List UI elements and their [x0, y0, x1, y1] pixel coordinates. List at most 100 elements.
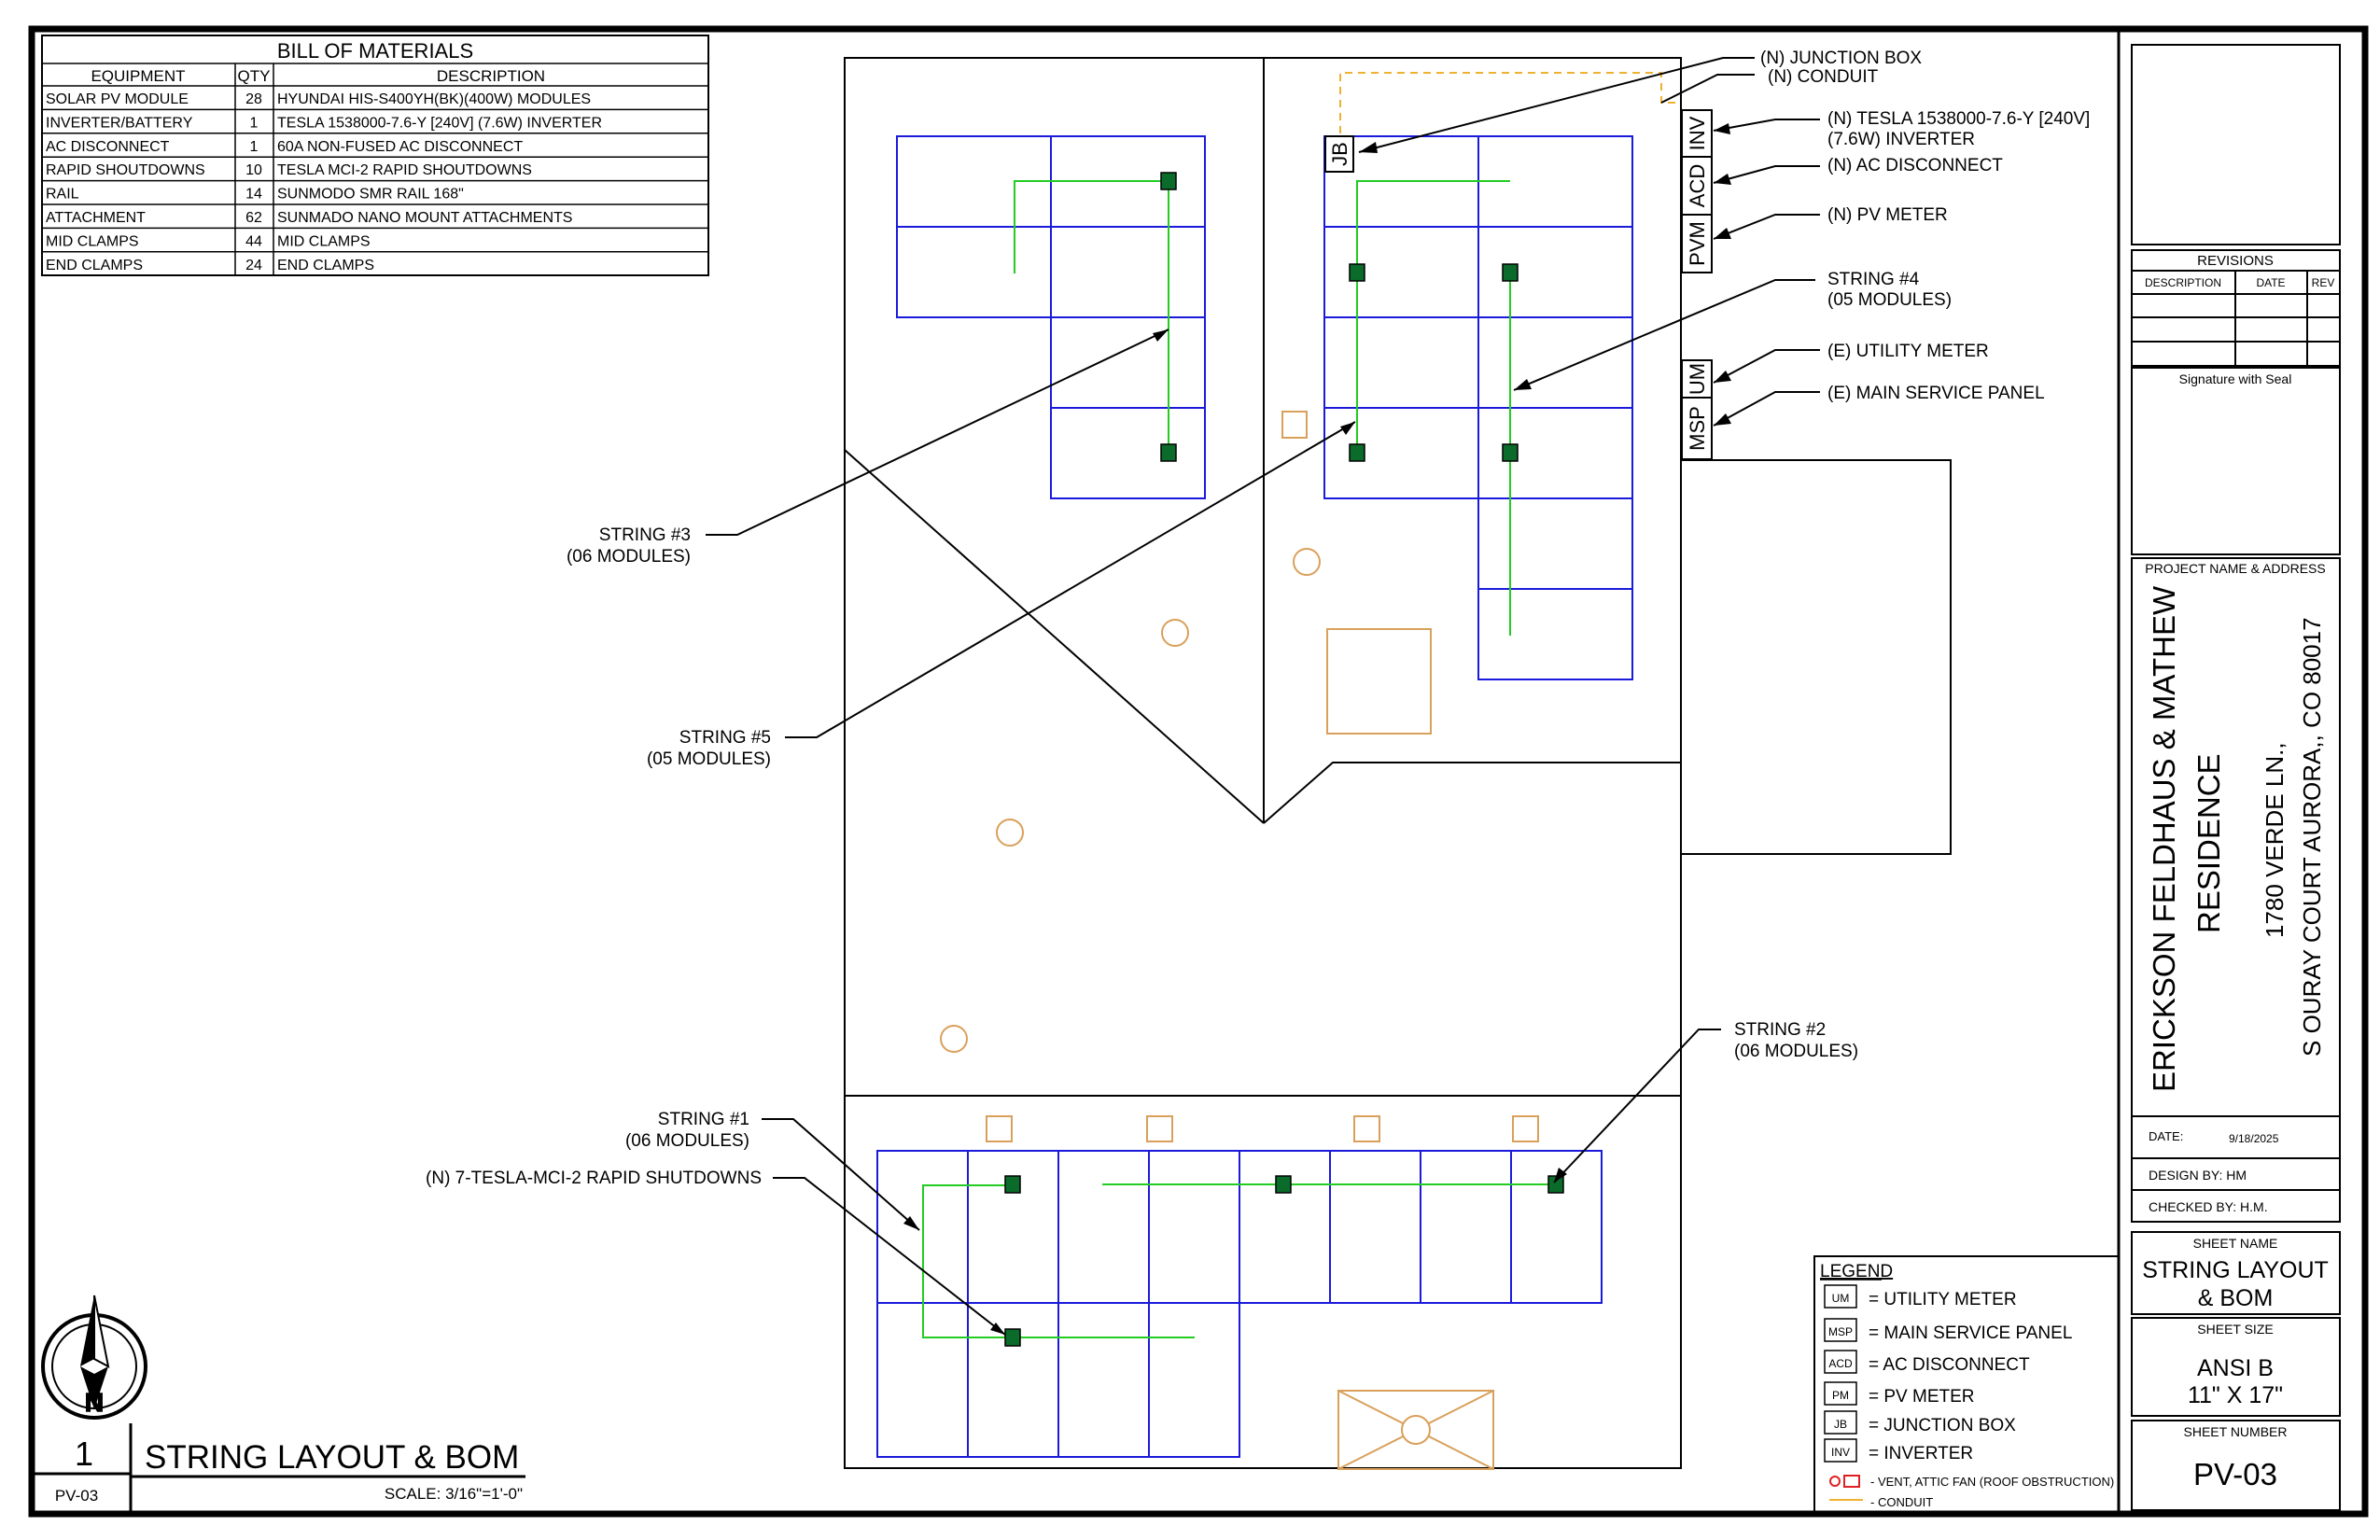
rapid-shutdown [1349, 263, 1365, 282]
roof-outline [844, 57, 1952, 1469]
equipment-tags: JB INV ACD PVM UM MSP [1324, 109, 1713, 460]
legend-abbr: MSP [1828, 1325, 1853, 1338]
revisions-label: REVISIONS [2197, 253, 2274, 269]
rapid-shutdown [1004, 1328, 1021, 1347]
legend-title: LEGEND [1820, 1262, 1893, 1281]
callout-inverter-2: (7.6W) INVERTER [1827, 130, 1975, 149]
bom-cell: AC DISCONNECT [46, 139, 170, 155]
legend-symbol [1824, 1350, 1857, 1374]
vent-square [1281, 411, 1308, 439]
rapid-shutdown [1160, 443, 1177, 462]
view-title-text: STRING LAYOUT & BOM [145, 1439, 519, 1476]
bom-cell: 28 [245, 91, 262, 107]
view-scale: SCALE: 3/16"=1'-0" [385, 1485, 523, 1503]
msp-label: MSP [1686, 406, 1709, 451]
legend-label: = UTILITY METER [1869, 1290, 2017, 1309]
bom-cell: ATTACHMENT [46, 210, 146, 226]
pv-module [1148, 1302, 1240, 1458]
rev-header-date: DATE [2256, 276, 2285, 289]
sheet-number-label: SHEET NUMBER [2184, 1424, 2288, 1439]
sheet-number: PV-03 [2193, 1457, 2277, 1491]
bom-cell: SUNMODO SMR RAIL 168" [277, 187, 464, 203]
bom-cell: 24 [245, 258, 262, 273]
pv-module [1323, 226, 1479, 318]
address-2: S OURAY COURT AURORA,, CO 80017 [2298, 617, 2326, 1057]
pv-module [967, 1150, 1059, 1304]
view-number: 1 [75, 1435, 93, 1473]
pv-module [1510, 1150, 1603, 1304]
pv-module [1057, 1302, 1150, 1458]
rev-header-description: DESCRIPTION [2145, 276, 2221, 289]
module-arrays [876, 135, 1633, 1458]
rapid-shutdown [1502, 443, 1519, 462]
vent-square [1353, 1115, 1380, 1142]
string-1-wire [922, 1184, 1195, 1338]
rapid-shutdown [1502, 263, 1519, 282]
pv-module [1477, 497, 1633, 590]
callout-utility-meter: (E) UTILITY METER [1827, 342, 1989, 361]
bom-cell: HYUNDAI HIS-S400YH(BK)(400W) MODULES [277, 91, 591, 107]
legend-label: = PV METER [1869, 1387, 1975, 1407]
bom-cell: 1 [250, 139, 259, 155]
bom-cell: RAIL [46, 187, 79, 203]
view-sheet: PV-03 [55, 1487, 98, 1505]
pv-module [1477, 588, 1633, 680]
inv-label: INV [1686, 116, 1709, 150]
pv-module [1057, 1150, 1150, 1304]
legend-symbol [1824, 1318, 1857, 1342]
vent-square [986, 1115, 1013, 1142]
project-label: PROJECT NAME & ADDRESS [2145, 561, 2325, 576]
bom-cell: SOLAR PV MODULE [46, 91, 189, 107]
sheet-size-label: SHEET SIZE [2197, 1322, 2273, 1337]
bom-cell: END CLAMPS [277, 258, 374, 273]
callout-string4-1: STRING #4 [1827, 270, 1920, 289]
bom-header-description: DESCRIPTION [437, 67, 545, 85]
attic-fan [1326, 628, 1432, 735]
string-5-wire [1356, 180, 1510, 453]
legend-abbr: PM [1832, 1389, 1849, 1402]
callout-string2-2: (06 MODULES) [1734, 1042, 1858, 1061]
callout-string5-1: STRING #5 [679, 728, 771, 748]
legend-vent-circle [1829, 1476, 1841, 1487]
rapid-shutdown [1160, 172, 1177, 190]
north-arrow-icon: N [41, 1295, 147, 1420]
legend-abbr: UM [1832, 1292, 1850, 1305]
callout-string4-2: (05 MODULES) [1827, 290, 1952, 310]
legend-label: = INVERTER [1869, 1444, 1973, 1463]
pvm-label: PVM [1686, 221, 1709, 266]
sheet-size-2: 11" X 17" [2188, 1382, 2283, 1408]
legend-vent-square [1843, 1475, 1860, 1488]
bom-cell: 14 [245, 187, 262, 203]
sheet-name-label: SHEET NAME [2193, 1236, 2278, 1251]
string-wiring [922, 180, 1556, 1338]
bom-title: BILL OF MATERIALS [277, 39, 473, 63]
bom-cell: 1 [250, 115, 259, 131]
date-value: 9/18/2025 [2229, 1132, 2279, 1145]
legend-symbol [1824, 1284, 1857, 1309]
bom-cell: 60A NON-FUSED AC DISCONNECT [277, 139, 523, 155]
pv-module [967, 1302, 1059, 1458]
title-block [2131, 44, 2341, 1511]
callout-inverter-1: (N) TESLA 1538000-7.6-Y [240V] [1827, 109, 2090, 129]
callout-string5-2: (05 MODULES) [647, 749, 771, 769]
bom-header-qty: QTY [238, 67, 271, 85]
legend-abbr: ACD [1828, 1357, 1853, 1370]
bom-cell: 10 [245, 162, 262, 178]
pv-module [1050, 226, 1206, 318]
legend-label: = JUNCTION BOX [1869, 1416, 2016, 1435]
bom-cell: SUNMADO NANO MOUNT ATTACHMENTS [277, 210, 572, 226]
callouts: (N) JUNCTION BOX (N) CONDUIT (N) TESLA 1… [426, 49, 2090, 1188]
sheet-border [28, 25, 2369, 1518]
project-name-1: ERICKSON FELDHAUS & MATHEW [2147, 585, 2181, 1092]
north-label: N [85, 1388, 104, 1417]
bom-cell: END CLAMPS [46, 258, 143, 273]
bom-header-equipment: EQUIPMENT [91, 67, 185, 85]
pv-module [1329, 1150, 1421, 1304]
pv-module [896, 226, 1052, 318]
bom-cell: RAPID SHOUTDOWNS [46, 162, 205, 178]
vent-square [1146, 1115, 1173, 1142]
callout-string1-1: STRING #1 [658, 1110, 749, 1129]
sheet-name-1: STRING LAYOUT [2142, 1257, 2329, 1283]
